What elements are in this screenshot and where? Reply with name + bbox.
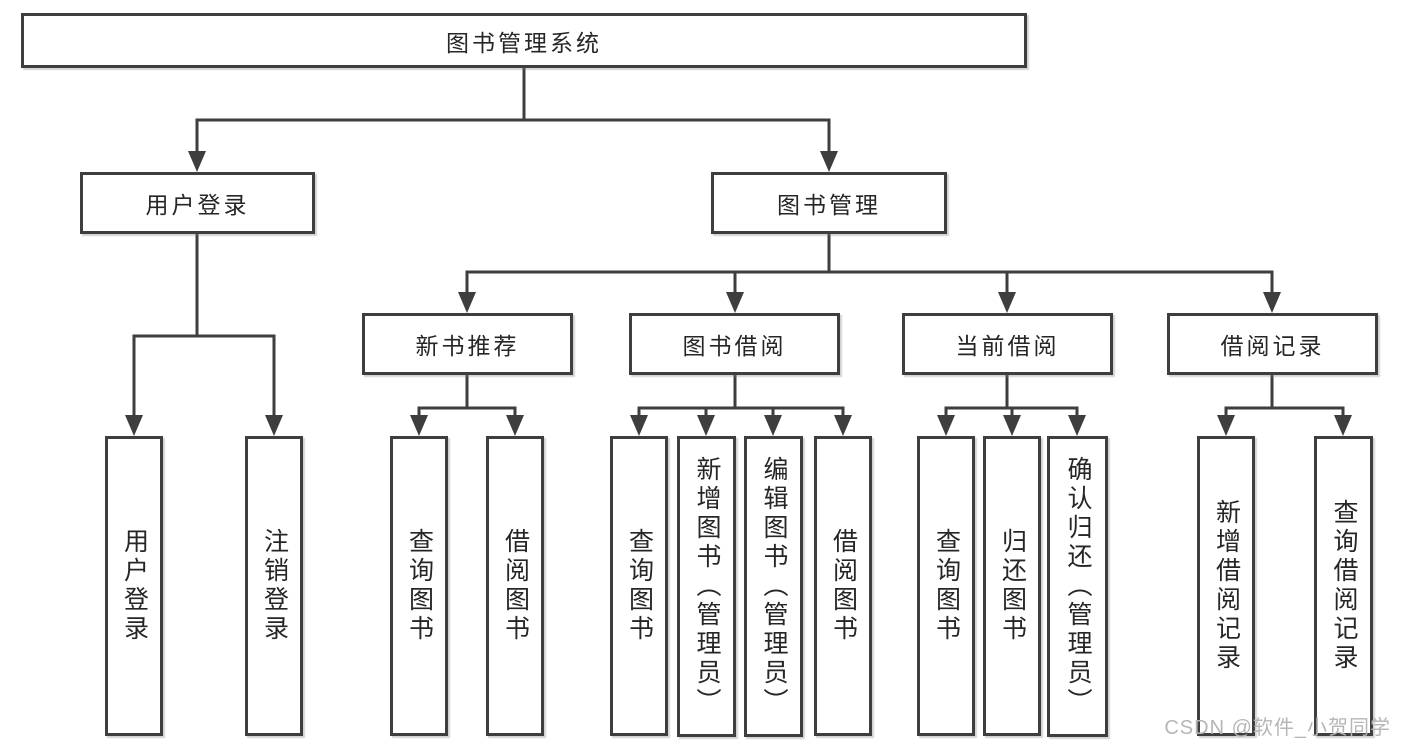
leaf-cb-query-books: 查询图书	[917, 436, 975, 736]
leaf-user-login: 用户登录	[105, 436, 163, 736]
node-label: 编辑图书（管理员）	[760, 456, 788, 717]
node-label: 图书借阅	[682, 333, 787, 359]
leaf-cb-return-books: 归还图书	[983, 436, 1041, 736]
node-borrowing-records: 借阅记录	[1167, 313, 1378, 375]
node-label: 借阅图书	[829, 528, 858, 644]
node-new-book-recommend: 新书推荐	[362, 313, 573, 375]
node-current-borrowing: 当前借阅	[902, 313, 1113, 375]
leaf-nbr-borrow-books: 借阅图书	[486, 436, 544, 736]
node-root: 图书管理系统	[21, 13, 1027, 68]
node-label: 确认归还（管理员）	[1064, 456, 1092, 717]
node-user-login: 用户登录	[80, 172, 315, 234]
node-label: 借阅图书	[501, 528, 530, 644]
leaf-bb-borrow-books: 借阅图书	[814, 436, 872, 736]
node-label: 新增借阅记录	[1212, 499, 1241, 673]
node-label: 用户登录	[120, 528, 149, 644]
node-label: 图书管理	[777, 192, 881, 218]
node-label: 查询图书	[625, 528, 654, 644]
node-label: 查询借阅记录	[1330, 499, 1358, 673]
leaf-bb-query-books: 查询图书	[610, 436, 668, 736]
leaf-br-query-borrow-record: 查询借阅记录	[1314, 436, 1373, 736]
node-book-borrowing: 图书借阅	[629, 313, 840, 375]
node-label: 查询图书	[405, 528, 434, 644]
node-label: 当前借阅	[955, 333, 1060, 359]
arrowhead-icons	[125, 151, 1352, 436]
leaf-nbr-query-books: 查询图书	[390, 436, 448, 736]
node-book-management: 图书管理	[711, 172, 947, 234]
node-label: 图书管理系统	[446, 29, 602, 56]
node-label: 注销登录	[260, 528, 289, 644]
node-label: 借阅记录	[1220, 333, 1325, 359]
node-label: 新书推荐	[415, 333, 520, 359]
csdn-watermark: CSDN @软件_小贺同学	[1164, 717, 1391, 739]
node-label: 归还图书	[998, 528, 1027, 644]
leaf-br-add-borrow-record: 新增借阅记录	[1197, 436, 1255, 736]
leaf-logout: 注销登录	[245, 436, 303, 736]
node-label: 用户登录	[145, 192, 250, 218]
node-label: 新增图书（管理员）	[693, 456, 721, 717]
leaf-cb-confirm-return-admin: 确认归还（管理员）	[1047, 436, 1108, 737]
leaf-bb-edit-books-admin: 编辑图书（管理员）	[744, 436, 803, 737]
leaf-bb-add-books-admin: 新增图书（管理员）	[677, 436, 736, 737]
node-label: 查询图书	[932, 528, 961, 644]
